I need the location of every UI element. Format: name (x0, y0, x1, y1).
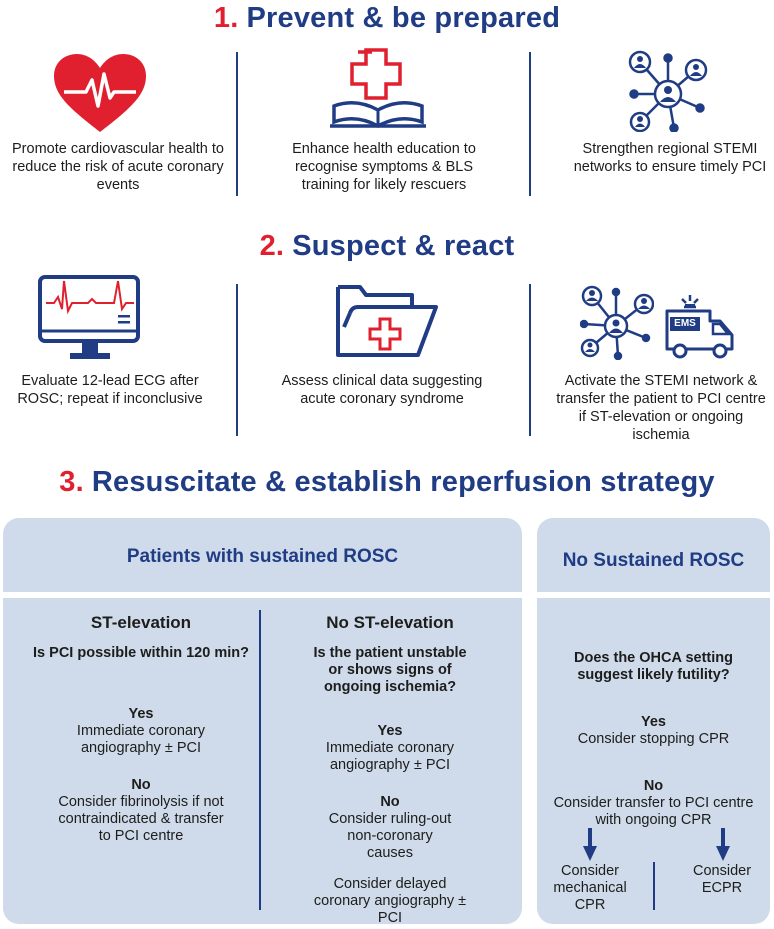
panel-separator (3, 592, 522, 598)
extra-text: Consider delayed coronary angiography ± … (313, 876, 467, 924)
row2-text: Activate the STEMI network & transfer th… (556, 373, 766, 443)
divider (653, 862, 655, 910)
ambulance-label: EMS (674, 318, 696, 329)
divider (236, 284, 238, 436)
no-sustained-rosc-panel: No Sustained ROSC Does the OHCA setting … (537, 518, 770, 924)
section-number: 3. (59, 466, 84, 498)
yes-text: Immediate coronary angiography ± PCI (76, 723, 206, 756)
ecg-monitor-icon (38, 275, 140, 359)
ecpr-option: Consider ECPR (693, 863, 752, 896)
divider (529, 284, 531, 436)
row2-text: Assess clinical data suggesting acute co… (281, 373, 483, 407)
st-elevation-column: ST-elevation Is PCI possible within 120 … (23, 614, 259, 865)
row2-text: Evaluate 12-lead ECG after ROSC; repeat … (17, 373, 203, 407)
divider (259, 610, 261, 910)
futility-column: Does the OHCA setting suggest likely fut… (537, 650, 770, 849)
sustained-rosc-panel: Patients with sustained ROSC ST-elevatio… (3, 518, 522, 924)
no-st-elevation-column: No ST-elevation Is the patient unstable … (265, 614, 515, 924)
yes-text: Consider stopping CPR (577, 731, 730, 747)
no-text: Consider fibrinolysis if not contraindic… (58, 794, 224, 844)
arrow-down-icon (583, 828, 597, 861)
section-2-heading: 2.Suspect & react (0, 230, 774, 263)
network-icon (628, 50, 708, 132)
book-cross-icon (330, 48, 426, 128)
column-title: No ST-elevation (326, 613, 454, 632)
no-label: No (380, 794, 400, 810)
no-label: No (131, 777, 151, 793)
network-icon (580, 285, 654, 360)
no-text: Consider ruling-out non-coronary causes (328, 811, 452, 861)
yes-label: Yes (641, 714, 666, 730)
yes-label: Yes (128, 706, 154, 722)
panel-title: No Sustained ROSC (562, 550, 745, 571)
panel-title: Patients with sustained ROSC (126, 546, 399, 567)
row1-text: Strengthen regional STEMI networks to en… (573, 141, 767, 175)
section-number: 2. (259, 230, 285, 262)
section-number: 1. (213, 2, 239, 34)
medical-folder-icon (336, 285, 438, 357)
ambulance-icon: EMS (664, 293, 736, 359)
section-title: Prevent & be prepared (246, 2, 561, 34)
question: Is the patient unstable or shows signs o… (313, 645, 467, 695)
column-title: ST-elevation (90, 613, 192, 632)
section-1-heading: 1.Prevent & be prepared (0, 2, 774, 35)
divider (236, 52, 238, 196)
yes-text: Immediate coronary angiography ± PCI (325, 740, 455, 773)
no-text: Consider transfer to PCI centre with ong… (553, 795, 754, 828)
heart-ecg-icon (54, 54, 146, 132)
arrow-down-icon (716, 828, 730, 861)
section-title: Resuscitate & establish reperfusion stra… (91, 466, 715, 498)
row1-text: Promote cardiovascular health to reduce … (12, 141, 224, 193)
section-3-heading: 3.Resuscitate & establish reperfusion st… (0, 466, 774, 499)
divider (529, 52, 531, 196)
yes-label: Yes (377, 723, 403, 739)
question: Does the OHCA setting suggest likely fut… (574, 650, 733, 683)
panel-separator (537, 592, 770, 598)
question: Is PCI possible within 120 min? (33, 645, 249, 661)
row1-text: Enhance health education to recognise sy… (292, 141, 476, 193)
mechanical-cpr-option: Consider mechanical CPR (553, 863, 627, 913)
section-title: Suspect & react (292, 230, 515, 262)
no-label: No (643, 778, 664, 794)
